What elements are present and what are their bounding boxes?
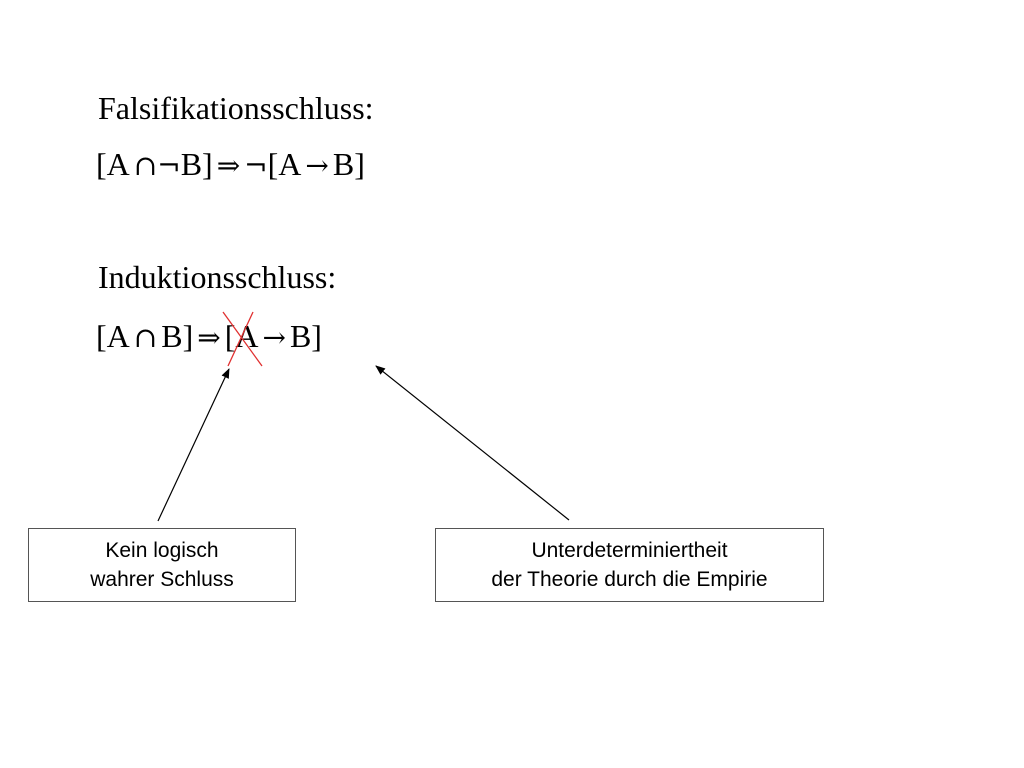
formula-bracket: ] (354, 146, 365, 182)
formula-bracket: [ (96, 318, 107, 354)
arrow-symbol: → (305, 149, 329, 182)
formula-variable-a: A (106, 318, 130, 354)
formula-variable-b: B (289, 318, 312, 354)
annotation-left-line2: wahrer Schluss (90, 568, 234, 591)
annotation-left-line1: Kein logisch (105, 539, 219, 562)
implies-symbol: ⇒ (216, 149, 241, 182)
falsification-heading: Falsifikationsschluss: (98, 90, 374, 126)
crossed-implies-symbol: ⇒ (197, 321, 221, 354)
annotation-right-line1: Unterdeterminiertheit (531, 539, 728, 562)
formula-bracket: [ (96, 146, 107, 182)
arrow-symbol: → (262, 321, 286, 354)
intersection-symbol: ∩ (133, 321, 158, 354)
negation-symbol: ¬ (244, 149, 268, 182)
arrow-left-annotation (157, 368, 230, 522)
formula-variable-b: B (180, 146, 203, 182)
falsification-formula: [A∩¬B]⇒¬[A→B] (96, 146, 365, 184)
formula-bracket: ] (202, 146, 213, 182)
formula-variable-b: B (332, 146, 355, 182)
induction-heading: Induktionsschluss: (98, 259, 337, 295)
formula-variable-a: A (278, 146, 302, 182)
formula-variable-b: B (161, 318, 183, 354)
intersection-symbol: ∩ (133, 149, 158, 182)
induction-formula: [A∩B]⇒[A→B] (96, 318, 322, 356)
formula-bracket: ] (182, 318, 194, 354)
formula-variable-a: A (106, 146, 130, 182)
formula-bracket: [ (267, 146, 279, 182)
annotation-right-line2: der Theorie durch die Empirie (491, 568, 768, 591)
arrow-right-annotation (375, 365, 570, 521)
annotation-box-right: Unterdeterminiertheit der Theorie durch … (435, 528, 824, 602)
negation-symbol: ¬ (157, 149, 181, 182)
formula-bracket: [ (224, 318, 236, 354)
annotation-box-left: Kein logisch wahrer Schluss (28, 528, 296, 602)
formula-bracket: ] (311, 318, 322, 354)
formula-variable-a: A (235, 318, 259, 354)
